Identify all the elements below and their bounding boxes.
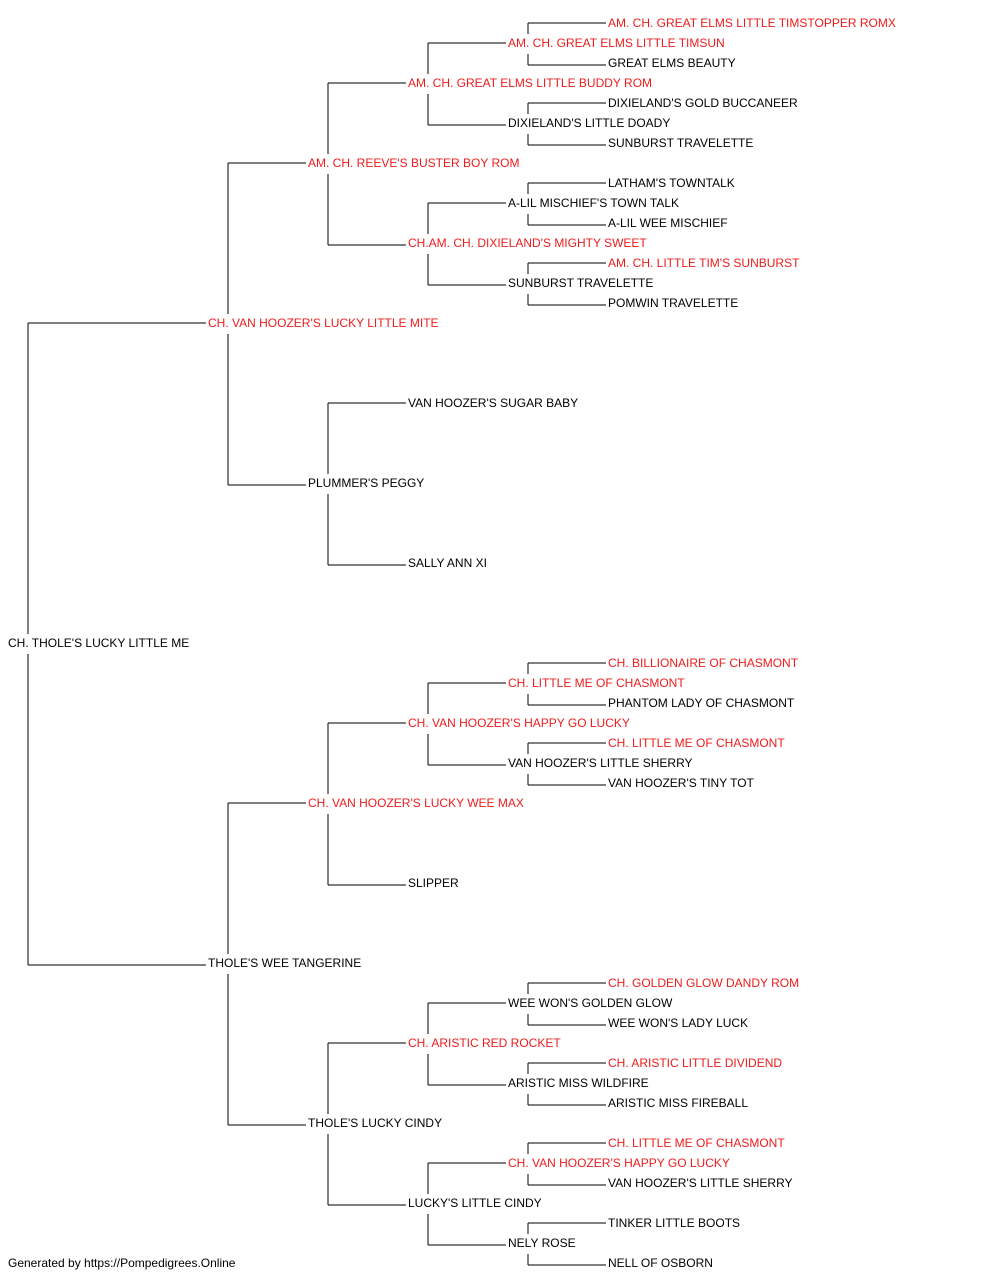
pedigree-name-gen5: LATHAM'S TOWNTALK [608, 176, 735, 190]
pedigree-name-gen5: AM. CH. LITTLE TIM'S SUNBURST [608, 256, 800, 270]
pedigree-name-gen5: CH. BILLIONAIRE OF CHASMONT [608, 656, 799, 670]
pedigree-name-gen5: CH. GOLDEN GLOW DANDY ROM [608, 976, 799, 990]
pedigree-name-gen4: AM. CH. GREAT ELMS LITTLE TIMSUN [508, 36, 725, 50]
pedigree-name-gen4: A-LIL MISCHIEF'S TOWN TALK [508, 196, 679, 210]
pedigree-name-gen3: CH. VAN HOOZER'S HAPPY GO LUCKY [408, 716, 630, 730]
pedigree-name-gen4: ARISTIC MISS WILDFIRE [508, 1076, 649, 1090]
pedigree-name-gen5: VAN HOOZER'S LITTLE SHERRY [608, 1176, 793, 1190]
pedigree-name-gen5: DIXIELAND'S GOLD BUCCANEER [608, 96, 798, 110]
pedigree-name-gen5: CH. ARISTIC LITTLE DIVIDEND [608, 1056, 782, 1070]
pedigree-name-gen5: NELL OF OSBORN [608, 1256, 713, 1270]
pedigree-name-gen3: CH. ARISTIC RED ROCKET [408, 1036, 561, 1050]
pedigree-name-gen5: SUNBURST TRAVELETTE [608, 136, 753, 150]
pedigree-name-gen2: PLUMMER'S PEGGY [308, 476, 424, 490]
pedigree-name-gen5: A-LIL WEE MISCHIEF [608, 216, 728, 230]
pedigree-name-gen5: PHANTOM LADY OF CHASMONT [608, 696, 795, 710]
pedigree-name-gen3: CH.AM. CH. DIXIELAND'S MIGHTY SWEET [408, 236, 647, 250]
pedigree-name-gen1: THOLE'S WEE TANGERINE [208, 956, 361, 970]
pedigree-name-gen4: DIXIELAND'S LITTLE DOADY [508, 116, 670, 130]
pedigree-name-gen5: CH. LITTLE ME OF CHASMONT [608, 736, 785, 750]
pedigree-name-gen5: TINKER LITTLE BOOTS [608, 1216, 740, 1230]
pedigree-name-gen3: LUCKY'S LITTLE CINDY [408, 1196, 542, 1210]
pedigree-name-gen4: SUNBURST TRAVELETTE [508, 276, 653, 290]
pedigree-name-gen4: CH. VAN HOOZER'S HAPPY GO LUCKY [508, 1156, 730, 1170]
pedigree-name-gen5: ARISTIC MISS FIREBALL [608, 1096, 748, 1110]
pedigree-name-gen3: SLIPPER [408, 876, 459, 890]
pedigree-name-gen5: CH. LITTLE ME OF CHASMONT [608, 1136, 785, 1150]
pedigree-name-gen2: AM. CH. REEVE'S BUSTER BOY ROM [308, 156, 519, 170]
pedigree-name-gen2: THOLE'S LUCKY CINDY [308, 1116, 442, 1130]
pedigree-name-gen3: SALLY ANN XI [408, 556, 487, 570]
pedigree-name-gen2: CH. VAN HOOZER'S LUCKY WEE MAX [308, 796, 524, 810]
pedigree-name-gen1: CH. VAN HOOZER'S LUCKY LITTLE MITE [208, 316, 439, 330]
pedigree-name-gen4: NELY ROSE [508, 1236, 576, 1250]
pedigree-name-gen4: CH. LITTLE ME OF CHASMONT [508, 676, 685, 690]
pedigree-name-gen5: POMWIN TRAVELETTE [608, 296, 738, 310]
footer-credit: Generated by https://Pompedigrees.Online [8, 1256, 236, 1270]
pedigree-name-gen4: WEE WON'S GOLDEN GLOW [508, 996, 673, 1010]
pedigree-name-gen3: AM. CH. GREAT ELMS LITTLE BUDDY ROM [408, 76, 652, 90]
pedigree-name-gen5: AM. CH. GREAT ELMS LITTLE TIMSTOPPER ROM… [608, 16, 896, 30]
pedigree-name-gen5: WEE WON'S LADY LUCK [608, 1016, 748, 1030]
pedigree-name-gen0: CH. THOLE'S LUCKY LITTLE ME [8, 636, 189, 650]
pedigree-name-gen4: VAN HOOZER'S LITTLE SHERRY [508, 756, 693, 770]
pedigree-name-gen5: GREAT ELMS BEAUTY [608, 56, 736, 70]
pedigree-name-gen5: VAN HOOZER'S TINY TOT [608, 776, 755, 790]
pedigree-name-gen3: VAN HOOZER'S SUGAR BABY [408, 396, 578, 410]
